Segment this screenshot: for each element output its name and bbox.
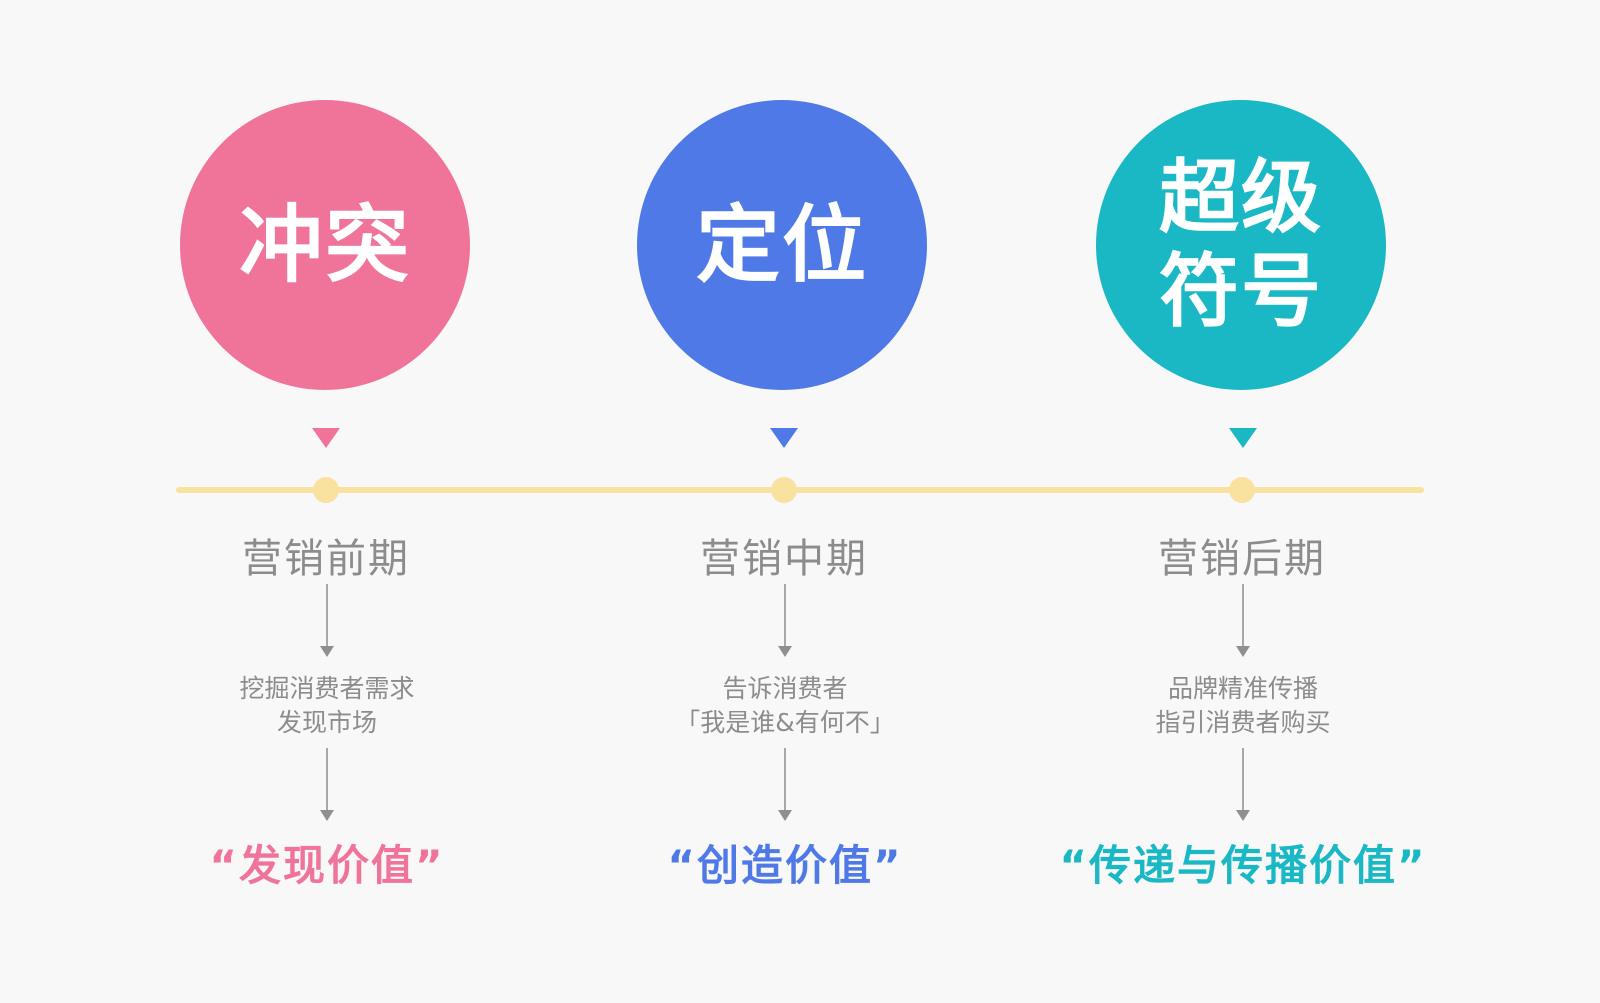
timeline-dot (771, 477, 797, 503)
phase-label-late: 营销后期 (1158, 536, 1326, 582)
circle-label-super-symbol: 超级 符号 (1159, 151, 1323, 338)
timeline-dot (1229, 477, 1255, 503)
description-line: 品牌精准传播 (1167, 674, 1318, 703)
arrow-line (1242, 748, 1244, 810)
value-deliver: “传递与传播价值” (1059, 841, 1427, 890)
arrow-down-icon (1236, 646, 1250, 657)
arrow-line (326, 584, 328, 646)
phase-label-early: 营销前期 (242, 536, 410, 582)
description-mid: 告诉消费者 「我是谁&有何不」 (585, 672, 985, 740)
description-late: 品牌精准传播 指引消费者购买 (1043, 672, 1443, 740)
timeline-line (176, 487, 1424, 493)
triangle-down-icon (770, 428, 798, 448)
arrow-down-icon (320, 810, 334, 821)
circle-label-conflict: 冲突 (238, 196, 411, 294)
description-line: 告诉消费者 (722, 674, 848, 703)
arrow-down-icon (320, 646, 334, 657)
arrow-line (784, 748, 786, 810)
triangle-down-icon (1229, 428, 1257, 448)
value-create: “创造价值” (667, 841, 903, 890)
description-early: 挖掘消费者需求 发现市场 (127, 672, 527, 740)
circle-super-symbol: 超级 符号 (1096, 100, 1386, 390)
value-discover: “发现价值” (209, 841, 445, 890)
arrow-down-icon (778, 646, 792, 657)
arrow-line (1242, 584, 1244, 646)
circle-label-positioning: 定位 (695, 196, 868, 294)
arrow-line (326, 748, 328, 810)
arrow-down-icon (778, 810, 792, 821)
description-line: 挖掘消费者需求 (239, 674, 415, 703)
arrow-down-icon (1236, 810, 1250, 821)
triangle-down-icon (312, 428, 340, 448)
description-line: 发现市场 (276, 708, 377, 737)
circle-conflict: 冲突 (180, 100, 470, 390)
circle-positioning: 定位 (637, 100, 927, 390)
timeline-dot (313, 477, 339, 503)
description-line: 指引消费者购买 (1155, 708, 1331, 737)
arrow-line (784, 584, 786, 646)
description-line: 「我是谁&有何不」 (675, 708, 895, 737)
phase-label-mid: 营销中期 (700, 536, 868, 582)
